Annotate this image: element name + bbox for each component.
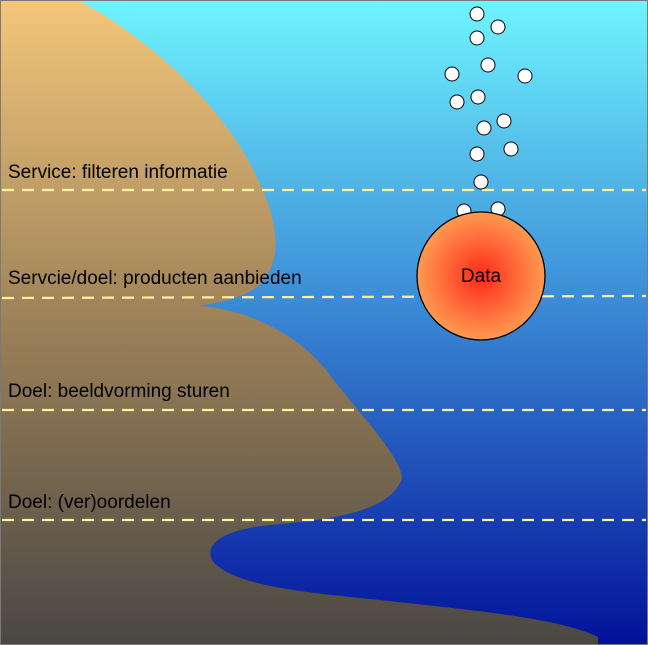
layer-label-veroordelen: Doel: (ver)oordelen bbox=[8, 492, 171, 513]
bubble-icon bbox=[496, 113, 512, 129]
layer-label-servcie-doel: Servcie/doel: producten aanbieden bbox=[8, 268, 302, 289]
bubble-icon bbox=[473, 174, 489, 190]
bubble-icon bbox=[476, 120, 492, 136]
bubble-icon bbox=[503, 141, 519, 157]
data-sphere-label: Data bbox=[461, 266, 502, 287]
layer-lines bbox=[1, 188, 647, 522]
bubble-icon bbox=[449, 94, 465, 110]
data-sphere bbox=[416, 211, 546, 341]
bubble-icon bbox=[469, 6, 485, 22]
terrain-shape bbox=[1, 1, 598, 644]
bubble-icon bbox=[469, 146, 485, 162]
bubble-icon bbox=[490, 19, 506, 35]
layer-line-2 bbox=[1, 294, 647, 300]
bubble-icon bbox=[517, 68, 533, 84]
bubble-icon bbox=[469, 30, 485, 46]
layer-label-beeldvorming: Doel: beeldvorming sturen bbox=[8, 381, 230, 402]
bubble-icon bbox=[470, 89, 486, 105]
bubble-icon bbox=[480, 57, 496, 73]
layer-label-service: Service: filteren informatie bbox=[8, 162, 228, 183]
bubble-icon bbox=[444, 66, 460, 82]
